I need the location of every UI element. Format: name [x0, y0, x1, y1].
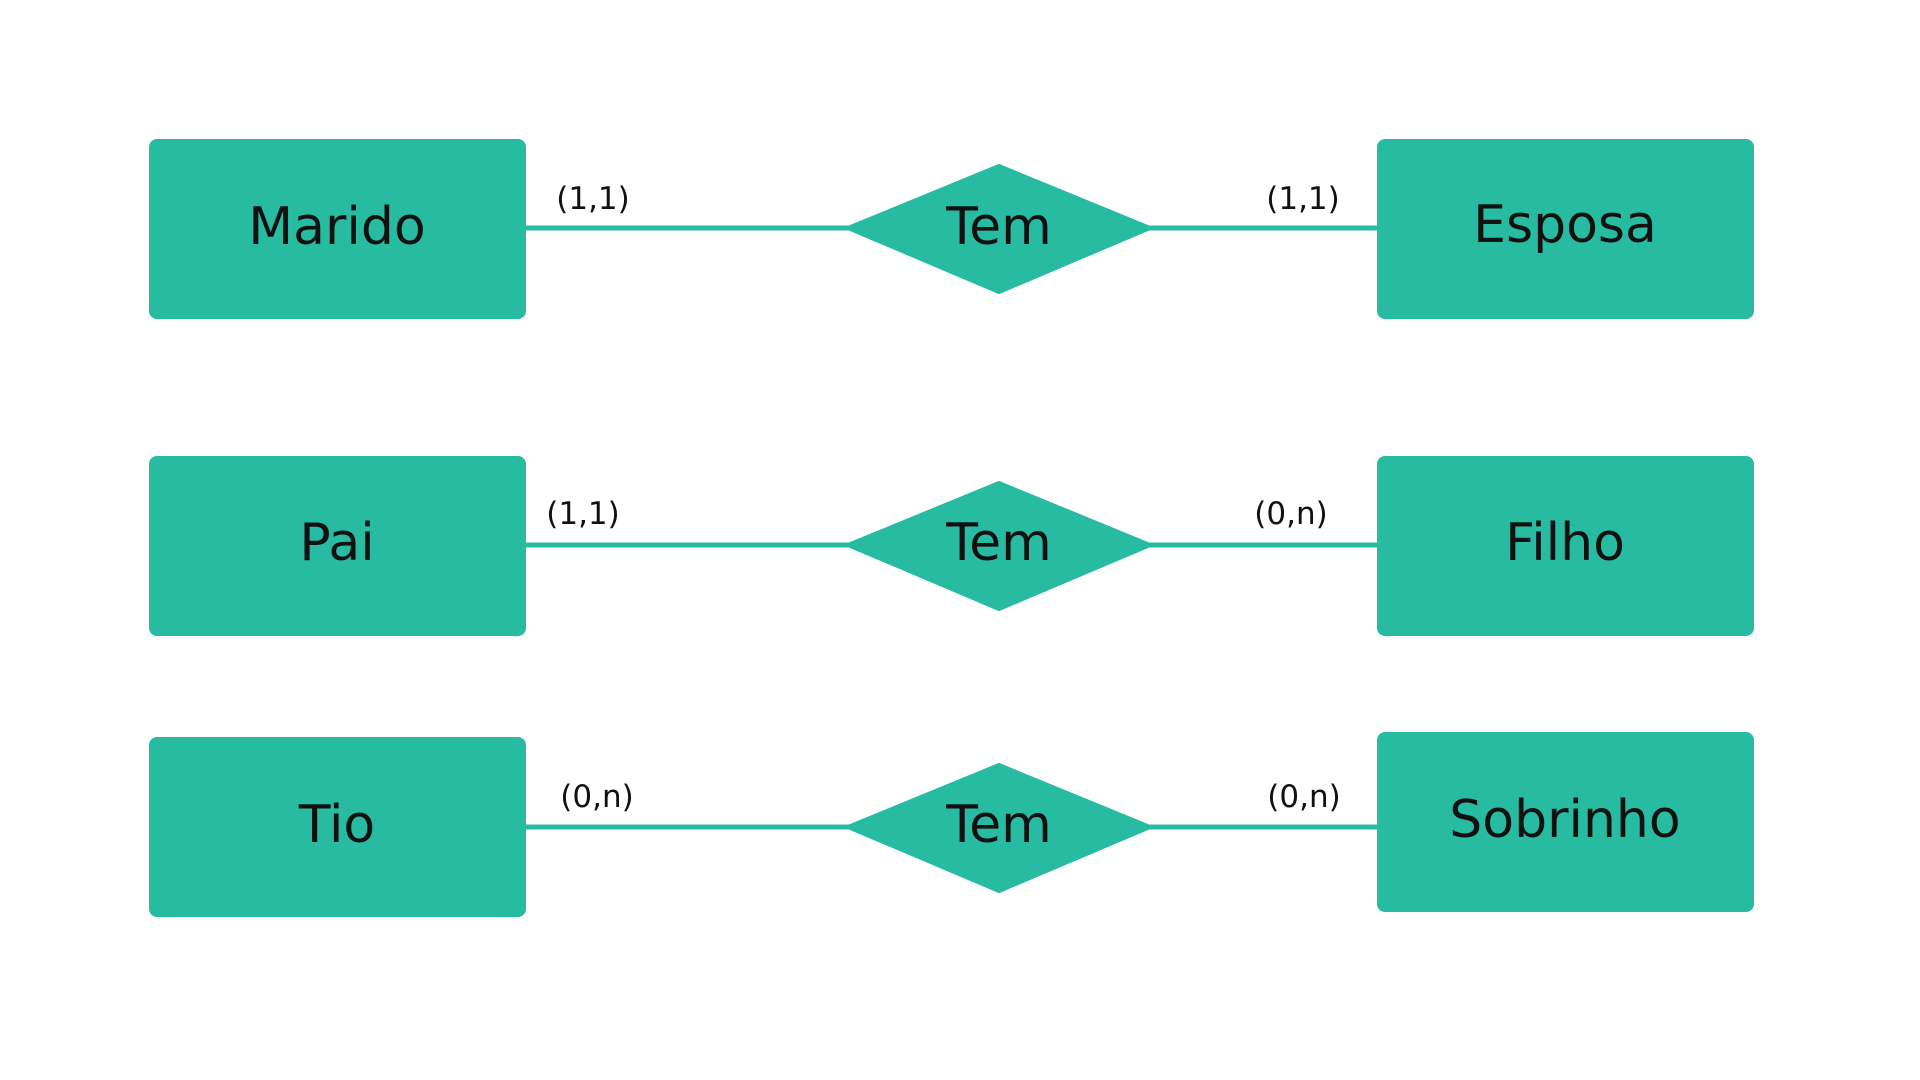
cardinality-right-1: (1,1) — [1266, 181, 1340, 217]
entity-box-tio — [149, 737, 526, 917]
relationship-row-2: Pai Tem Filho (1,1) (0,n) — [149, 456, 1754, 636]
relationship-diamond-2 — [846, 481, 1152, 611]
entity-label-filho: Filho — [1505, 513, 1625, 573]
entity-label-marido: Marido — [248, 197, 425, 257]
relationship-row-3: Tio Tem Sobrinho (0,n) (0,n) — [149, 732, 1754, 917]
entity-box-sobrinho — [1377, 732, 1754, 912]
entity-label-pai: Pai — [299, 513, 374, 573]
cardinality-left-2: (1,1) — [546, 496, 620, 532]
entity-box-filho — [1377, 456, 1754, 636]
cardinality-left-1: (1,1) — [556, 181, 630, 217]
cardinality-right-2: (0,n) — [1254, 496, 1327, 532]
cardinality-right-3: (0,n) — [1267, 779, 1340, 815]
entity-box-pai — [149, 456, 526, 636]
cardinality-left-3: (0,n) — [560, 779, 633, 815]
relationship-diamond-3 — [846, 763, 1152, 893]
entity-label-tio: Tio — [298, 795, 375, 855]
entity-label-sobrinho: Sobrinho — [1449, 790, 1680, 850]
relationship-row-1: Marido Tem Esposa (1,1) (1,1) — [149, 139, 1754, 319]
relationship-diamond-1 — [846, 164, 1152, 294]
relationship-label-1: Tem — [945, 197, 1052, 257]
entity-label-esposa: Esposa — [1473, 195, 1657, 255]
relationship-label-3: Tem — [945, 795, 1052, 855]
entity-box-esposa — [1377, 139, 1754, 319]
relationship-label-2: Tem — [945, 513, 1052, 573]
entity-box-marido — [149, 139, 526, 319]
